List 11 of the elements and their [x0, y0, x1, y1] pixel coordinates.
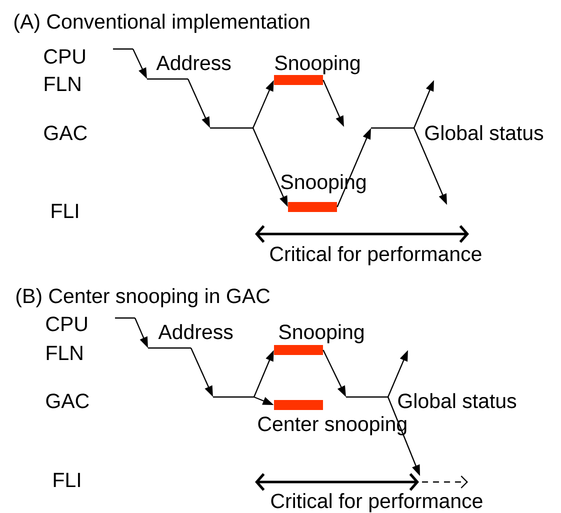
panel-title: (A) Conventional implementation — [14, 14, 310, 33]
row-label: FLN — [46, 346, 82, 360]
signal-label: Global status — [425, 125, 544, 140]
span-label: Critical for performance — [271, 493, 482, 512]
row-label: FLN — [44, 76, 80, 91]
row-label: CPU — [44, 49, 85, 64]
row-label: GAC — [46, 394, 89, 408]
row-label: GAC — [44, 126, 87, 140]
row-label: FLI — [54, 472, 80, 487]
row-label: FLI — [52, 204, 78, 218]
row-label: CPU — [46, 316, 87, 332]
